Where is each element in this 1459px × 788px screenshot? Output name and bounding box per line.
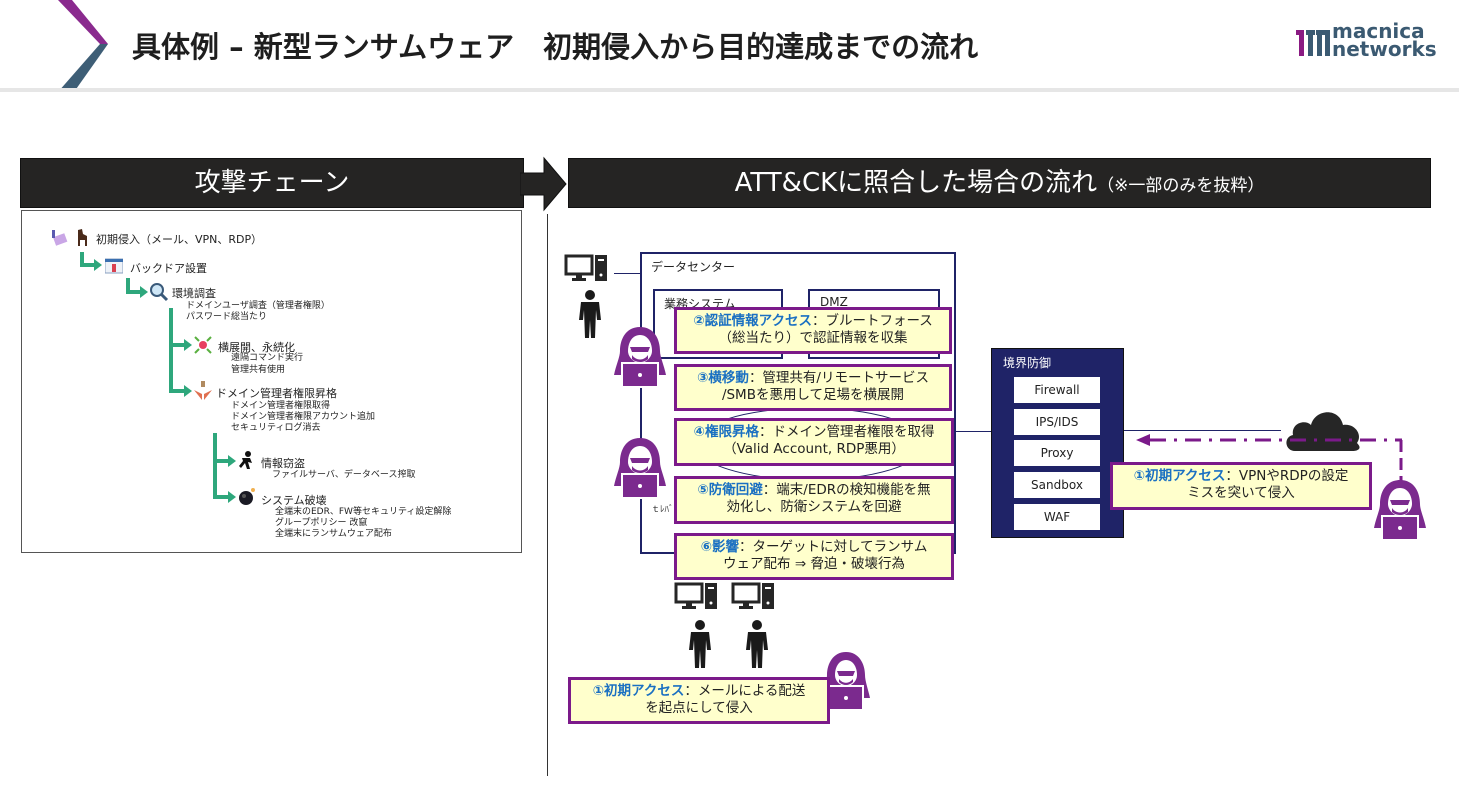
callout-highlight: ⑤防衛回避 — [697, 482, 763, 498]
person-icon — [579, 290, 601, 338]
chain-arrow-icon — [184, 339, 192, 351]
callout-text: ：VPNやRDPの設定 — [1225, 468, 1349, 484]
computer-icon — [564, 254, 607, 281]
callout-highlight: ③横移動 — [697, 370, 749, 386]
chain-step-initial-intrusion: 初期侵入（メール、VPN、RDP） — [96, 233, 263, 246]
attack-path-arrow — [1136, 434, 1403, 486]
callout-highlight: ①初期アクセス — [1133, 468, 1226, 484]
hacker-icon — [822, 652, 870, 711]
callout-text: ：ブルートフォース — [811, 313, 933, 329]
header-bar — [0, 0, 1459, 92]
person-icon — [746, 620, 768, 668]
callout-text-line2: を起点にして侵入 — [645, 700, 753, 716]
chain-step-lateral: 横展開、永続化 — [218, 341, 295, 354]
chain-detail: 全端末にランサムウェア配布 — [275, 529, 392, 539]
chain-step-destruction: システム破壊 — [261, 494, 327, 507]
chain-arrow-icon — [140, 286, 148, 298]
person-icon — [689, 620, 711, 668]
perimeter-defense-label: 境界防御 — [1003, 356, 1052, 370]
chain-detail: 遠隔コマンド実行 — [231, 353, 304, 363]
hacker-icon — [1374, 480, 1426, 541]
callout-highlight: ⑥影響 — [700, 539, 740, 555]
callout-text: ：メールによる配送 — [684, 683, 806, 699]
callout-credential-access: ②認証情報アクセス：ブルートフォース （総当たり）で認証情報を収集 — [674, 307, 952, 354]
callout-highlight: ①初期アクセス — [592, 683, 685, 699]
chain-arrow-icon — [94, 259, 102, 271]
callout-impact: ⑥影響：ターゲットに対してランサム ウェア配布 ⇒ 脅迫・破壊行為 — [674, 533, 954, 580]
logo-text-line1: macnica — [1332, 19, 1425, 43]
chain-detail: パスワード総当たり — [186, 312, 268, 322]
chain-arrow-icon — [184, 385, 192, 397]
spread-icon — [194, 336, 212, 354]
computer-icon — [731, 582, 774, 609]
trojan-horse-icon — [78, 229, 87, 246]
callout-highlight: ②認証情報アクセス — [693, 313, 812, 329]
chain-step-backdoor: バックドア設置 — [130, 262, 207, 275]
callout-privilege-escalation: ④権限昇格：ドメイン管理者権限を取得 （Valid Account, RDP悪用… — [674, 418, 954, 466]
perimeter-proxy: Proxy — [1014, 440, 1100, 466]
callout-text-line2: （総当たり）で認証情報を収集 — [718, 330, 908, 346]
callout-highlight: ④権限昇格 — [693, 424, 759, 440]
vertical-divider — [547, 214, 548, 776]
section-arrow-icon — [520, 156, 567, 212]
callout-initial-access-vpn: ①初期アクセス：VPNやRDPの設定 ミスを突いて侵入 — [1110, 462, 1372, 510]
callout-defense-evasion: ⑤防衛回避：端末/EDRの検知機能を無 効化し、防衛システムを回避 — [674, 476, 954, 524]
callout-text-line2: 効化し、防衛システムを回避 — [726, 499, 902, 515]
chain-detail: 全端末のEDR、FW等セキュリティ設定解除 — [275, 507, 452, 517]
attack-flow-title: ATT&CKに照合した場合の流れ — [734, 168, 1098, 198]
magnifier-icon — [150, 283, 169, 302]
header-chevron-icon — [58, 0, 108, 92]
callout-text-line2: ウェア配布 ⇒ 脅迫・破壊行為 — [723, 556, 905, 572]
logo-text-line2: networks — [1332, 37, 1437, 61]
network-line — [1121, 430, 1281, 431]
chain-detail: ドメインユーザ調査（管理者権限） — [186, 301, 330, 311]
network-line — [640, 500, 642, 554]
logo-mark-icon — [1296, 30, 1330, 56]
hacker-icon — [614, 438, 666, 499]
chain-detail: グループポリシー 改竄 — [275, 518, 368, 528]
network-line — [954, 431, 992, 432]
callout-text-line2: （Valid Account, RDP悪用） — [723, 441, 905, 457]
hacker-icon — [614, 327, 666, 388]
perimeter-waf: WAF — [1014, 504, 1100, 530]
callout-text: ：端末/EDRの検知機能を無 — [762, 482, 931, 498]
chain-arrow-icon — [228, 455, 236, 467]
perimeter-ips-ids: IPS/IDS — [1014, 409, 1100, 435]
callout-text: ：管理共有/リモートサービス — [748, 370, 929, 386]
dmz-label: DMZ — [820, 295, 848, 309]
callout-text: ：ドメイン管理者権限を取得 — [758, 424, 935, 440]
attack-flow-subtitle: （※一部のみを抜粋） — [1097, 176, 1265, 196]
perimeter-sandbox: Sandbox — [1014, 472, 1100, 498]
thief-icon — [239, 451, 252, 469]
partial-label: ｔﾚﾊﾞ — [651, 505, 674, 515]
attack-chain-header: 攻撃チェーン — [20, 158, 524, 208]
callout-text-line2: /SMBを悪用して足場を横展開 — [721, 387, 905, 403]
chain-detail: 管理共有使用 — [231, 365, 286, 375]
callout-lateral-movement: ③横移動：管理共有/リモートサービス /SMBを悪用して足場を横展開 — [674, 364, 952, 411]
chain-arrow-icon — [228, 491, 236, 503]
callout-initial-access-mail: ①初期アクセス：メールによる配送 を起点にして侵入 — [568, 677, 830, 724]
chain-detail: ドメイン管理者権限取得 — [231, 401, 331, 411]
chain-detail: セキュリティログ消去 — [231, 423, 321, 433]
network-line — [614, 273, 640, 274]
computer-icon — [674, 582, 717, 609]
page-title: 具体例 – 新型ランサムウェア 初期侵入から目的達成までの流れ — [132, 30, 979, 64]
bomb-icon — [239, 488, 255, 505]
chain-step-exfil: 情報窃盗 — [261, 457, 305, 470]
network-line — [640, 552, 678, 554]
privilege-hands-icon — [194, 381, 212, 400]
chain-step-privesc: ドメイン管理者権限昇格 — [216, 387, 337, 400]
callout-text: ：ターゲットに対してランサム — [739, 539, 928, 555]
header-divider — [0, 88, 1459, 92]
backdoor-window-icon — [105, 258, 123, 274]
callout-text-line2: ミスを突いて侵入 — [1187, 485, 1295, 501]
chain-detail: ファイルサーバ、データベース搾取 — [272, 470, 416, 480]
email-key-icon — [52, 230, 68, 246]
chain-detail: ドメイン管理者権限アカウント追加 — [231, 412, 376, 422]
attack-flow-header: ATT&CKに照合した場合の流れ（※一部のみを抜粋） — [568, 158, 1431, 208]
datacenter-label: データセンター — [651, 260, 736, 274]
perimeter-firewall: Firewall — [1014, 377, 1100, 403]
chain-step-recon: 環境調査 — [172, 287, 216, 300]
